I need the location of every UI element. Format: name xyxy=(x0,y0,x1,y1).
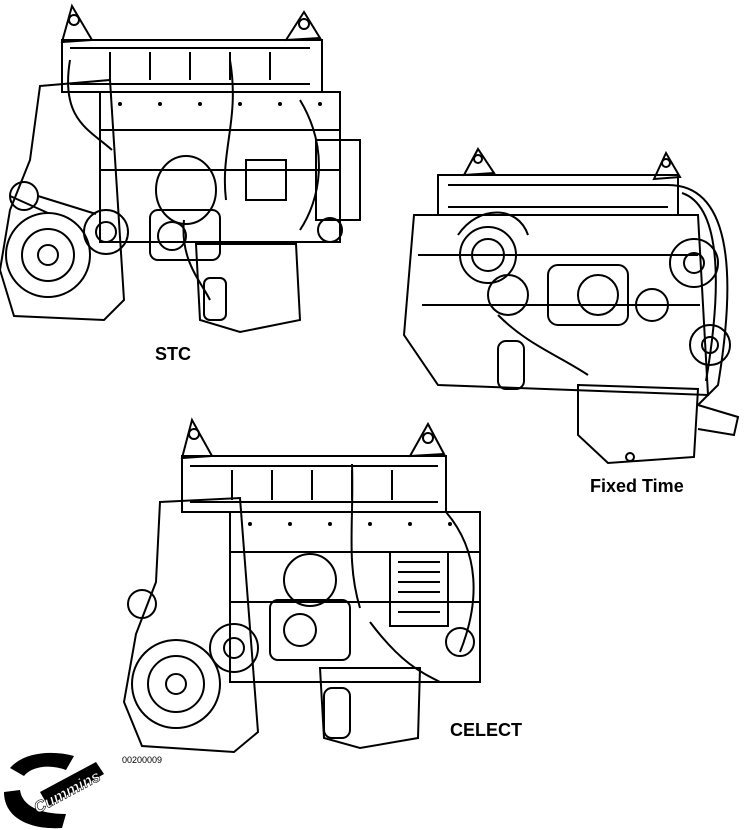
celect-label: CELECT xyxy=(450,720,522,740)
stc-label: STC xyxy=(155,344,191,364)
stc-engine-illustration xyxy=(0,3,361,334)
fixed-time-engine-illustration xyxy=(402,147,740,465)
fixed-time-label: Fixed Time xyxy=(590,476,684,496)
celect-engine-illustration xyxy=(122,417,481,754)
figure-id: 00200009 xyxy=(122,755,163,765)
cummins-c-logo-icon: Cummins xyxy=(4,752,104,829)
